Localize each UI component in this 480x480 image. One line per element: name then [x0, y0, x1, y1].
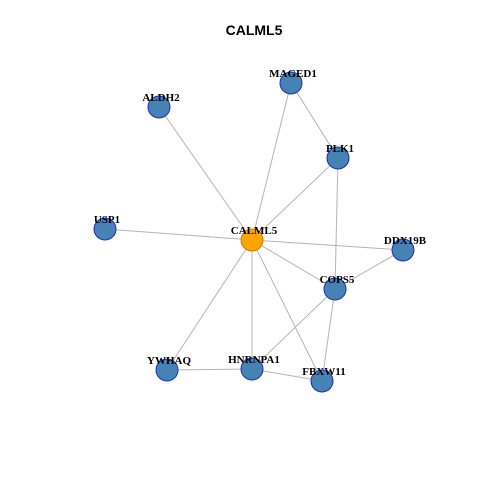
edge-cops5-fbxw11 [321, 288, 336, 382]
node-label-maged1: MAGED1 [269, 68, 317, 80]
edge-calml5-ddx19b [251, 239, 404, 251]
node-label-plk1: PLK1 [326, 143, 354, 155]
node-usp1[interactable] [93, 217, 117, 241]
edge-calml5-cops5 [251, 239, 336, 290]
node-ywhaq[interactable] [155, 358, 179, 382]
node-label-hnrnpa1: HNRNPA1 [228, 354, 280, 366]
node-label-cops5: COPS5 [320, 274, 355, 286]
edge-cops5-hnrnpa1 [251, 288, 336, 370]
edge-maged1-plk1 [290, 82, 339, 159]
edge-calml5-usp1 [104, 228, 253, 241]
edge-calml5-aldh2 [158, 106, 253, 241]
edge-hnrnpa1-fbxw11 [251, 368, 323, 382]
edges-layer [104, 82, 404, 382]
node-label-usp1: USP1 [94, 214, 120, 226]
node-calml5[interactable] [240, 228, 264, 252]
node-label-aldh2: ALDH2 [142, 92, 180, 104]
node-maged1[interactable] [279, 71, 303, 95]
node-ddx19b[interactable] [391, 238, 415, 262]
node-aldh2[interactable] [147, 95, 171, 119]
node-label-ywhaq: YWHAQ [147, 355, 191, 367]
edge-ywhaq-hnrnpa1 [166, 368, 253, 371]
edge-calml5-plk1 [251, 157, 339, 241]
edge-calml5-fbxw11 [251, 239, 323, 382]
node-plk1[interactable] [326, 146, 350, 170]
node-fbxw11[interactable] [310, 369, 334, 393]
nodes-layer [93, 71, 415, 393]
node-label-fbxw11: FBXW11 [302, 366, 345, 378]
edge-calml5-ywhaq [166, 239, 253, 371]
node-label-ddx19b: DDX19B [384, 235, 427, 247]
edge-plk1-cops5 [334, 157, 339, 290]
edge-cops5-ddx19b [334, 249, 404, 290]
node-cops5[interactable] [323, 277, 347, 301]
node-hnrnpa1[interactable] [240, 357, 264, 381]
diagram-title: CALML5 [226, 22, 283, 38]
node-label-calml5: CALML5 [231, 225, 278, 237]
edge-calml5-maged1 [251, 82, 292, 241]
